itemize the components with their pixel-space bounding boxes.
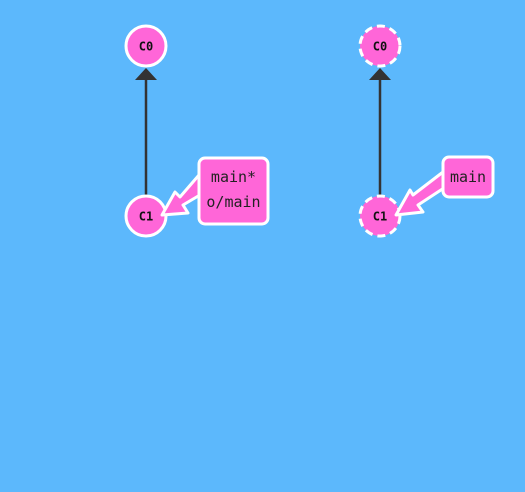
right-commit-c0-node[interactable]	[358, 24, 402, 68]
right-commit-c1-label: C1	[373, 210, 387, 224]
left-branch-label-main: main*	[211, 168, 256, 186]
right-branch-pointer-arrow	[394, 170, 449, 217]
left-commit-c1-label: C1	[139, 210, 153, 224]
right-graph: C0 C1 main	[358, 24, 495, 238]
left-commit-c0-label: C0	[139, 40, 153, 54]
left-branch-label-origin-main: o/main	[206, 193, 260, 211]
right-branch-box[interactable]	[441, 155, 495, 199]
right-edge-arrowhead	[369, 68, 391, 80]
left-branch-main[interactable]: main* o/main	[160, 156, 270, 226]
right-branch-main[interactable]: main	[394, 155, 495, 217]
right-edge-c1-c0	[369, 68, 391, 195]
left-commit-c0[interactable]: C0	[124, 24, 168, 68]
left-commit-c1[interactable]: C1	[124, 194, 168, 238]
right-commit-c1[interactable]: C1	[358, 194, 402, 238]
left-graph: C0 C1 main* o/main	[124, 24, 270, 238]
right-commit-c0-label: C0	[373, 40, 387, 54]
left-branch-box[interactable]	[197, 156, 270, 226]
left-edge-c1-c0	[135, 68, 157, 195]
right-commit-c0[interactable]: C0	[358, 24, 402, 68]
right-branch-label-main: main	[450, 168, 486, 186]
left-commit-c0-node[interactable]	[124, 24, 168, 68]
left-edge-arrowhead	[135, 68, 157, 80]
